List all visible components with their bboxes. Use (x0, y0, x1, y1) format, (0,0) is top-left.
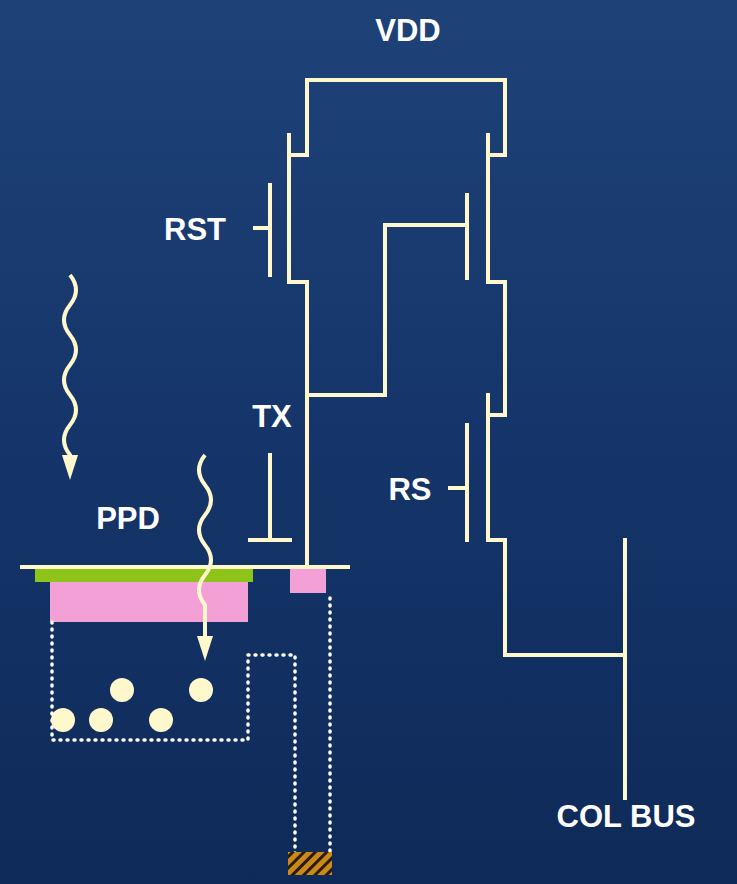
tx-gate (250, 455, 290, 540)
rst-drain (289, 80, 307, 155)
p-plus-pinning-layer (35, 569, 253, 582)
signal-label: TX (252, 401, 292, 432)
silicon-surface (22, 565, 348, 569)
signal-label: COL BUS (557, 801, 696, 832)
rst-gate-wire (255, 226, 270, 230)
signal-label: VDD (375, 15, 440, 46)
signal-label: RS (388, 474, 431, 505)
wires (22, 80, 625, 798)
signal-label: PPD (96, 503, 160, 534)
drain-region (288, 852, 332, 875)
arrowheads (62, 455, 213, 661)
electrons (51, 678, 213, 732)
rs-source (488, 540, 625, 655)
rs-gate-wire (450, 486, 467, 490)
vdd-rail (307, 78, 505, 82)
rst-channel (287, 135, 291, 282)
column-bus (623, 540, 627, 798)
sf-gate (465, 195, 469, 278)
signal-label: RST (164, 214, 226, 245)
n-photodiode (50, 582, 248, 622)
sf-gate-wire (307, 225, 467, 395)
sf-channel (486, 135, 490, 282)
light-rays (64, 275, 211, 650)
potential-well (52, 593, 330, 858)
rs-channel (486, 395, 490, 540)
sf-source (488, 282, 505, 415)
rs-gate (465, 425, 469, 540)
sf-drain (488, 80, 505, 155)
floating-diffusion (290, 569, 326, 593)
